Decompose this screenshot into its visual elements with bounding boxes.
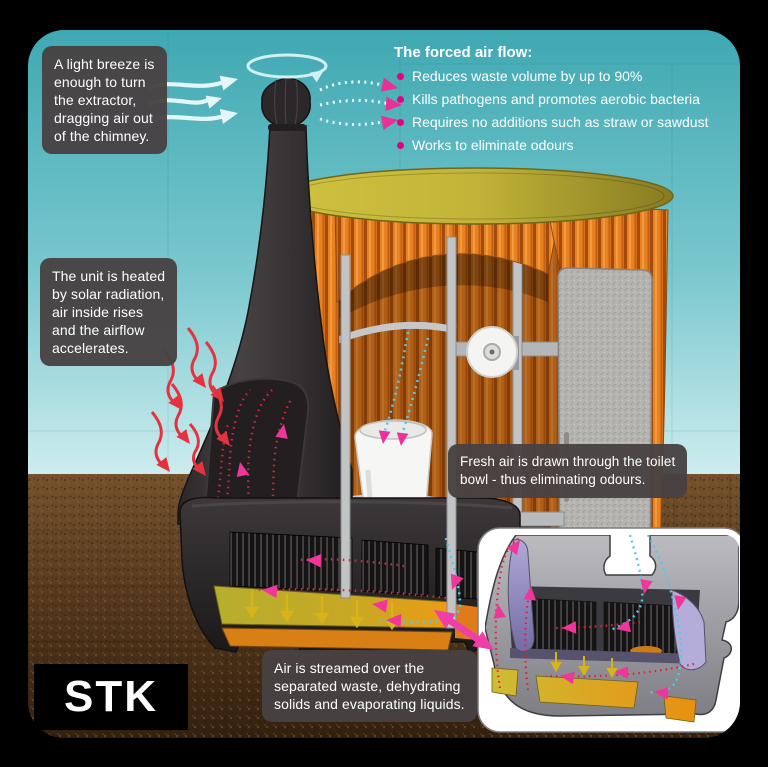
bullet-text: Requires no additions such as straw or s…	[412, 114, 709, 130]
fresh-air-arrows-icon	[381, 331, 430, 439]
bullet-dot-icon	[397, 95, 404, 103]
frame-post	[340, 254, 351, 599]
extract-air-arrows-icon	[319, 80, 391, 127]
forced-air-heading: The forced air flow:	[394, 44, 533, 61]
tray-lip	[221, 627, 453, 651]
frame-post	[446, 236, 457, 629]
bullet-dot-icon	[397, 72, 404, 80]
inset-drip-arrows	[550, 652, 618, 679]
forced-air-list: The forced air flow: Reduces waste volum…	[394, 44, 724, 153]
forced-air-bullet: Works to eliminate odours	[397, 137, 574, 153]
bullet-text: Reduces waste volume by up to 90%	[412, 68, 643, 84]
inset-detail	[477, 527, 740, 733]
inset-red-flow	[494, 537, 695, 691]
bullet-dot-icon	[397, 118, 404, 126]
callout-fresh-air: Fresh air is drawn through the toilet bo…	[448, 444, 688, 498]
vent-panel	[361, 539, 429, 597]
bullet-text: Works to eliminate odours	[412, 137, 574, 153]
bullet-dot-icon	[397, 141, 404, 149]
rotation-arrow-icon	[246, 53, 328, 83]
forced-air-bullet: Reduces waste volume by up to 90%	[397, 68, 642, 84]
vent-panel	[229, 531, 353, 593]
bullet-text: Kills pathogens and promotes aerobic bac…	[412, 91, 700, 107]
extractor-icon	[261, 77, 311, 131]
inset-link-arrow-icon	[428, 602, 500, 658]
toilet-paper-roll-icon	[466, 326, 519, 378]
forced-air-bullet: Kills pathogens and promotes aerobic bac…	[397, 91, 700, 107]
callout-streamed: Air is streamed over the separated waste…	[262, 650, 477, 722]
inset-tray	[535, 675, 639, 709]
forced-air-bullet: Requires no additions such as straw or s…	[397, 114, 708, 130]
inset-tray	[663, 695, 697, 723]
callout-breeze: A light breeze is enough to turn the ext…	[42, 46, 167, 154]
callout-solar: The unit is heated by solar radiation, a…	[40, 258, 178, 366]
chimney	[177, 77, 353, 534]
inset-tray	[491, 667, 519, 697]
stk-logo: STK	[34, 664, 188, 730]
roof	[278, 167, 674, 225]
base-airflow	[244, 537, 464, 631]
